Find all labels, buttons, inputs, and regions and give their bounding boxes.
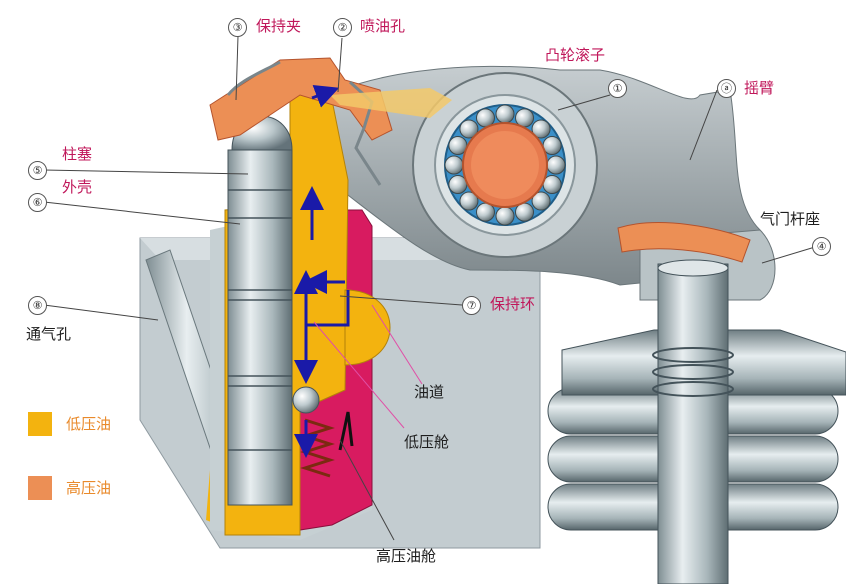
callout-number-1: ① xyxy=(608,79,627,98)
callout-number-8: ⑧ xyxy=(28,296,47,315)
plunger-body xyxy=(227,149,293,506)
legend-swatch-high xyxy=(28,476,52,500)
label-housing: 外壳 xyxy=(62,178,93,196)
oil-flow-arrows xyxy=(294,84,354,458)
bearing-roller xyxy=(495,104,515,124)
bearing-roller xyxy=(531,191,551,211)
callout-number-7: ⑦ xyxy=(462,296,481,315)
leader-lines xyxy=(43,35,816,541)
oil-channel-bulge xyxy=(344,289,391,366)
callout-number-4: ④ xyxy=(812,237,831,256)
bearing-roller xyxy=(495,206,515,226)
callout-number-6: ⑥ xyxy=(28,193,47,212)
label-retaining-clip: 保持夹 xyxy=(256,17,302,35)
callout-number-3: ③ xyxy=(228,18,247,37)
bearing-roller xyxy=(546,155,566,175)
bearing-roller xyxy=(459,119,479,139)
oil-spray xyxy=(330,88,452,118)
label-low-pressure-chamber: 低压舱 xyxy=(404,433,450,451)
label-retaining-ring: 保持环 xyxy=(490,295,536,313)
label-rocker-arm: 摇臂 xyxy=(744,79,775,97)
label-vent-hole: 通气孔 xyxy=(26,325,72,343)
label-valve-stem-seat: 气门杆座 xyxy=(760,210,821,228)
legend-high-pressure-oil: 高压油 xyxy=(66,479,112,497)
callout-number-a: ⓐ xyxy=(717,79,736,98)
retaining-clip-cap xyxy=(209,57,393,141)
plunger-grooves xyxy=(228,189,292,451)
needle-bearing-rollers xyxy=(444,104,566,226)
label-cam-roller: 凸轮滚子 xyxy=(545,46,606,64)
label-plunger: 柱塞 xyxy=(62,145,93,163)
callout-number-2: ② xyxy=(333,18,352,37)
valve-stem xyxy=(657,263,729,584)
label-high-pressure-chamber: 高压油舱 xyxy=(376,547,437,565)
label-spray-hole: 喷油孔 xyxy=(360,17,406,35)
bearing-roller xyxy=(531,119,551,139)
legend-swatch-low xyxy=(28,412,52,436)
bearing-roller xyxy=(459,191,479,211)
check-ball xyxy=(292,386,320,414)
valve-stem-top xyxy=(657,259,729,277)
label-oil-channel: 油道 xyxy=(414,383,445,401)
callout-number-5: ⑤ xyxy=(28,161,47,180)
legend-low-pressure-oil: 低压油 xyxy=(66,415,112,433)
bearing-roller xyxy=(444,155,464,175)
valve-retainer-grooves xyxy=(652,347,734,397)
valve-stem-pad xyxy=(617,222,751,263)
